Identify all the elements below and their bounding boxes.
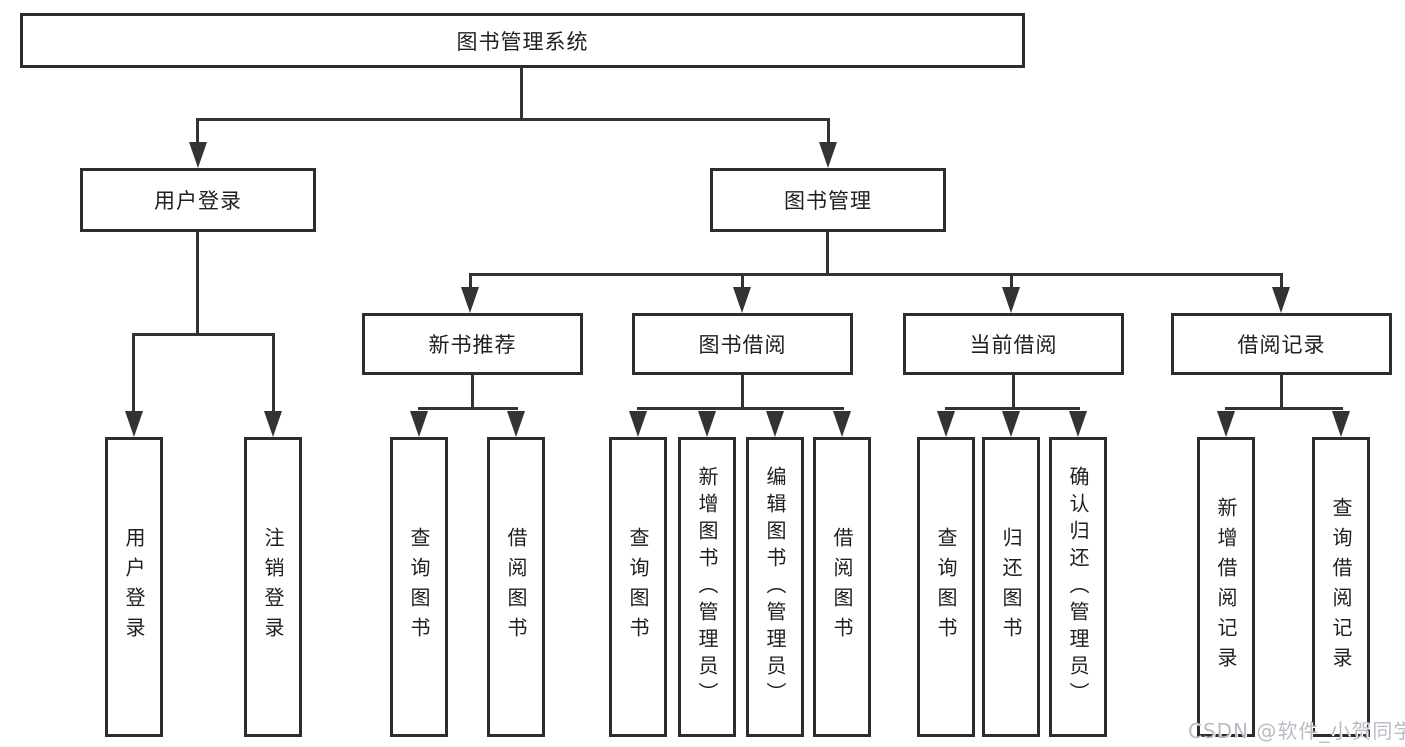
connector-root-stem	[520, 68, 523, 118]
leaf-query-borrow-record: 查询借阅记录	[1312, 437, 1370, 737]
leaf-borrow-books: 借阅图书	[813, 437, 871, 737]
arrow-down-icon	[189, 142, 207, 168]
arrow-down-icon	[410, 411, 428, 437]
arrow-down-icon	[766, 411, 784, 437]
node-current-borrow: 当前借阅	[903, 313, 1124, 375]
leaf-confirm-return-admin: 确认归还（管理员）	[1049, 437, 1107, 737]
node-user-login: 用户登录	[80, 168, 316, 232]
node-book-borrow: 图书借阅	[632, 313, 853, 375]
arrow-down-icon	[833, 411, 851, 437]
arrow-down-icon	[507, 411, 525, 437]
connector-group-bar	[945, 407, 1080, 410]
connector-drop-leaf	[132, 333, 135, 419]
leaf-add-borrow-record: 新增借阅记录	[1197, 437, 1255, 737]
leaf-add-books-admin: 新增图书（管理员）	[678, 437, 736, 737]
connector-root-bar	[197, 118, 830, 121]
connector-login-stem	[196, 232, 199, 333]
arrow-down-icon	[1002, 287, 1020, 313]
leaf-logout: 注销登录	[244, 437, 302, 737]
connector-drop-group	[741, 273, 744, 293]
connector-drop-group	[1280, 273, 1283, 293]
arrow-down-icon	[819, 142, 837, 168]
arrow-down-icon	[629, 411, 647, 437]
connector-drop-login	[196, 118, 199, 152]
connector-mgmt-bar	[469, 273, 1283, 276]
arrow-down-icon	[698, 411, 716, 437]
connector-login-bar	[132, 333, 275, 336]
arrow-down-icon	[125, 411, 143, 437]
connector-group-bar	[1225, 407, 1343, 410]
node-borrow-records: 借阅记录	[1171, 313, 1392, 375]
arrow-down-icon	[1272, 287, 1290, 313]
arrow-down-icon	[264, 411, 282, 437]
connector-drop-leaf	[272, 333, 275, 419]
arrow-down-icon	[733, 287, 751, 313]
leaf-current-query-books: 查询图书	[917, 437, 975, 737]
arrow-down-icon	[1217, 411, 1235, 437]
leaf-borrow-query-books: 查询图书	[609, 437, 667, 737]
connector-group-stem	[1280, 375, 1283, 407]
connector-group-stem	[1012, 375, 1015, 407]
connector-drop-group	[1010, 273, 1013, 293]
connector-group-stem	[471, 375, 474, 407]
leaf-recommend-query-books: 查询图书	[390, 437, 448, 737]
leaf-recommend-borrow-books: 借阅图书	[487, 437, 545, 737]
arrow-down-icon	[461, 287, 479, 313]
connector-drop-group	[469, 273, 472, 293]
connector-group-stem	[741, 375, 744, 407]
connector-drop-mgmt	[827, 118, 830, 152]
leaf-return-books: 归还图书	[982, 437, 1040, 737]
connector-mgmt-stem	[826, 232, 829, 273]
arrow-down-icon	[1002, 411, 1020, 437]
node-root: 图书管理系统	[20, 13, 1025, 68]
node-book-management: 图书管理	[710, 168, 946, 232]
arrow-down-icon	[1332, 411, 1350, 437]
arrow-down-icon	[937, 411, 955, 437]
leaf-edit-books-admin: 编辑图书（管理员）	[746, 437, 804, 737]
csdn-watermark: CSDN @软件_小贺同学	[1188, 719, 1405, 743]
connector-group-bar	[418, 407, 518, 410]
connector-group-bar	[637, 407, 844, 410]
arrow-down-icon	[1069, 411, 1087, 437]
leaf-user-login: 用户登录	[105, 437, 163, 737]
node-new-book-recommend: 新书推荐	[362, 313, 583, 375]
